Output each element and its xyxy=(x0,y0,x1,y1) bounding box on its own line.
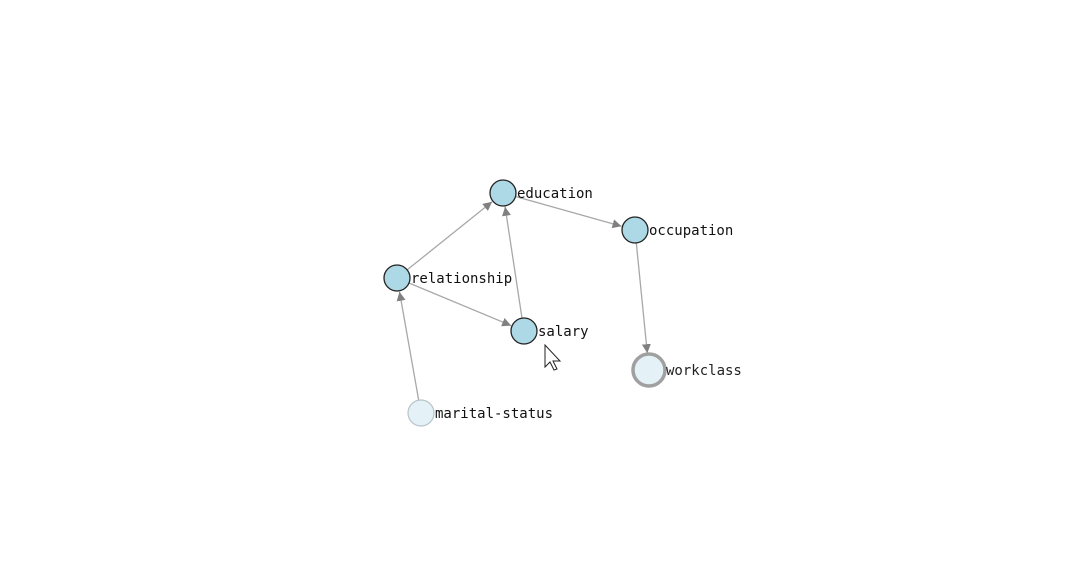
edge-education-to-occupation xyxy=(515,195,622,229)
edge-marital-status-to-relationship xyxy=(396,291,420,401)
edge-relationship-to-salary xyxy=(408,282,512,327)
node-workclass-circle[interactable] xyxy=(631,352,667,388)
node-relationship-circle[interactable] xyxy=(383,264,411,292)
node-relationship[interactable]: relationship xyxy=(383,264,512,292)
node-salary-label[interactable]: salary xyxy=(538,324,589,340)
node-salary-circle[interactable] xyxy=(510,317,538,345)
node-marital-status-circle[interactable] xyxy=(407,399,435,427)
node-occupation[interactable]: occupation xyxy=(621,216,733,244)
node-relationship-label[interactable]: relationship xyxy=(411,271,512,287)
node-marital-status[interactable]: marital-status xyxy=(407,399,553,427)
node-marital-status-label[interactable]: marital-status xyxy=(435,406,553,422)
edge-salary-to-education xyxy=(502,206,523,319)
mouse-pointer-icon xyxy=(544,343,562,371)
node-education-label[interactable]: education xyxy=(517,186,593,202)
node-salary[interactable]: salary xyxy=(510,317,589,345)
node-education-circle[interactable] xyxy=(489,179,517,207)
node-workclass[interactable]: workclass xyxy=(631,352,742,388)
edge-occupation-to-workclass xyxy=(635,242,651,354)
node-occupation-circle[interactable] xyxy=(621,216,649,244)
node-workclass-label[interactable]: workclass xyxy=(666,363,742,379)
edges-layer xyxy=(396,195,651,401)
edge-relationship-to-education xyxy=(406,201,493,271)
node-education[interactable]: education xyxy=(489,179,593,207)
nodes-layer: education occupation relationship salary… xyxy=(383,179,742,427)
node-occupation-label[interactable]: occupation xyxy=(649,223,733,239)
